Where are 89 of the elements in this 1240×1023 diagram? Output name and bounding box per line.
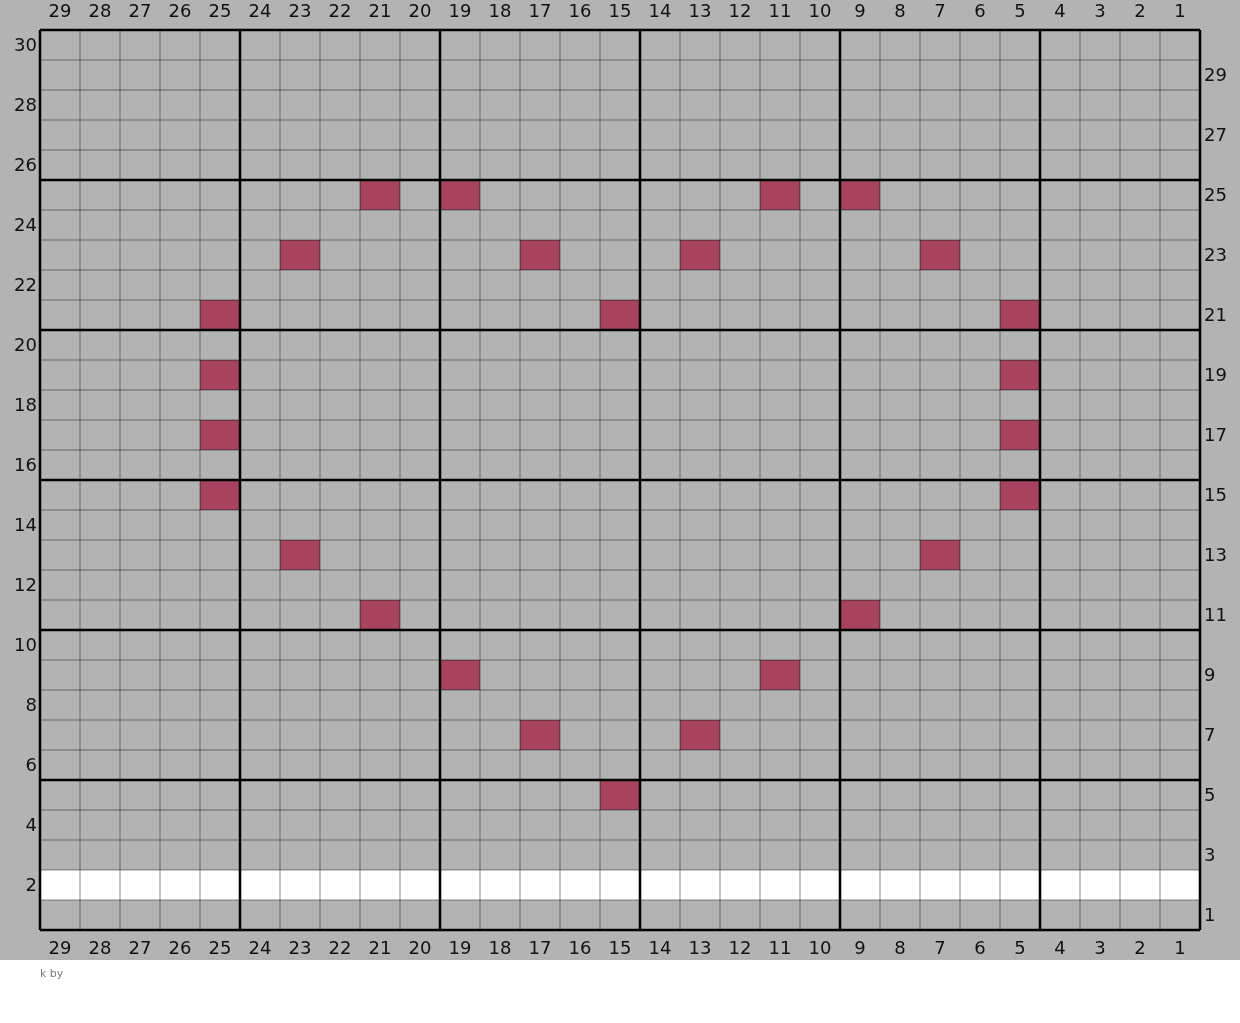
column-number: 20 (408, 0, 432, 22)
row-number: 22 (14, 274, 37, 296)
column-number: 9 (854, 0, 866, 22)
column-number: 10 (808, 0, 832, 22)
row-number: 11 (1204, 604, 1227, 626)
row-number: 9 (1204, 664, 1216, 686)
column-number: 29 (48, 937, 72, 959)
row-number: 18 (14, 394, 37, 416)
column-number: 26 (168, 0, 192, 22)
row-number: 7 (1204, 724, 1216, 746)
column-number: 27 (128, 937, 152, 959)
column-number: 23 (288, 0, 312, 22)
row-number: 1 (1204, 904, 1216, 926)
row-number: 23 (1204, 244, 1227, 266)
row-number: 28 (14, 94, 37, 116)
column-number: 1 (1174, 937, 1186, 959)
column-number: 26 (168, 937, 192, 959)
column-number: 16 (568, 0, 592, 22)
row-number: 8 (25, 694, 37, 716)
row-number: 12 (14, 574, 37, 596)
row-number: 13 (1204, 544, 1227, 566)
row-number: 21 (1204, 304, 1227, 326)
chart-credit: k by (40, 966, 64, 982)
column-number: 24 (248, 937, 272, 959)
row-number: 14 (14, 514, 37, 536)
column-number: 15 (608, 0, 632, 22)
column-number: 9 (854, 937, 866, 959)
column-number: 11 (768, 0, 792, 22)
column-number: 23 (288, 937, 312, 959)
column-number: 16 (568, 937, 592, 959)
row-number: 30 (14, 34, 37, 56)
column-number: 17 (528, 937, 552, 959)
column-number: 25 (208, 0, 232, 22)
column-number: 15 (608, 937, 632, 959)
row-number: 17 (1204, 424, 1227, 446)
column-number: 8 (894, 937, 906, 959)
column-number: 12 (728, 0, 752, 22)
column-number: 19 (448, 937, 472, 959)
column-number: 4 (1054, 937, 1066, 959)
row-number: 3 (1204, 844, 1216, 866)
column-number: 7 (934, 937, 946, 959)
column-number: 29 (48, 0, 72, 22)
row-number: 4 (25, 814, 37, 836)
row-number: 2 (25, 874, 37, 896)
row-number: 15 (1204, 484, 1227, 506)
column-number: 11 (768, 937, 792, 959)
column-number: 21 (368, 0, 392, 22)
row-number: 25 (1204, 184, 1227, 206)
column-number: 22 (328, 937, 352, 959)
column-number: 4 (1054, 0, 1066, 22)
column-number: 14 (648, 937, 672, 959)
row-number: 10 (14, 634, 37, 656)
column-number: 12 (728, 937, 752, 959)
column-number: 28 (88, 0, 112, 22)
column-number: 2 (1134, 0, 1146, 22)
column-number: 27 (128, 0, 152, 22)
row-number: 19 (1204, 364, 1227, 386)
row-number: 20 (14, 334, 37, 356)
column-number: 20 (408, 937, 432, 959)
column-number: 5 (1014, 937, 1026, 959)
column-number: 7 (934, 0, 946, 22)
column-number: 6 (974, 0, 986, 22)
column-number: 19 (448, 0, 472, 22)
column-number: 13 (688, 0, 712, 22)
row-number: 6 (25, 754, 37, 776)
row-number: 29 (1204, 64, 1227, 86)
column-number: 10 (808, 937, 832, 959)
column-number: 18 (488, 937, 512, 959)
row-number: 26 (14, 154, 37, 176)
column-number: 22 (328, 0, 352, 22)
column-number: 1 (1174, 0, 1186, 22)
column-number: 2 (1134, 937, 1146, 959)
column-number: 28 (88, 937, 112, 959)
column-number: 21 (368, 937, 392, 959)
column-number: 3 (1094, 0, 1106, 22)
column-number: 8 (894, 0, 906, 22)
column-number: 18 (488, 0, 512, 22)
row-number: 24 (14, 214, 37, 236)
row-number: 16 (14, 454, 37, 476)
column-number: 3 (1094, 937, 1106, 959)
column-number: 5 (1014, 0, 1026, 22)
column-number: 24 (248, 0, 272, 22)
column-number: 14 (648, 0, 672, 22)
column-number: 25 (208, 937, 232, 959)
row-number: 5 (1204, 784, 1216, 806)
column-number: 6 (974, 937, 986, 959)
row-number: 27 (1204, 124, 1227, 146)
column-number: 13 (688, 937, 712, 959)
column-number: 17 (528, 0, 552, 22)
